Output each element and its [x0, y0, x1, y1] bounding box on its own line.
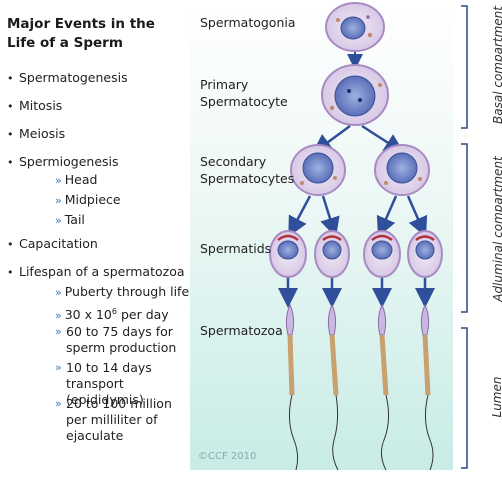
label-spermatocyte: Spermatocyte	[200, 94, 288, 109]
chevron-right-icon: »	[55, 286, 62, 299]
list-item: •Mitosis	[7, 98, 63, 113]
sub-item-label: per day	[120, 307, 169, 323]
sub-item-label: 20 to 100 million per milliliter of ejac…	[66, 396, 172, 443]
chevron-right-icon: »	[55, 397, 62, 410]
chevron-right-icon: »	[55, 214, 62, 227]
sub-list-item: »30 x 106 per day	[55, 304, 169, 324]
spermatozoon	[420, 303, 434, 470]
sub-list-item: » 10 to 14 days transport (epididymis)	[55, 360, 190, 408]
label-primary: Primary	[200, 77, 249, 92]
sub-list-item: »Head	[55, 172, 97, 189]
spermatid-cell	[407, 230, 443, 278]
secondary-spermatocyte-cell	[374, 144, 430, 196]
spermatid-cell	[363, 230, 401, 278]
sub-list-item: »Midpiece	[55, 192, 121, 209]
list-item-label: Mitosis	[19, 98, 63, 113]
sub-list-item: »Puberty through life	[55, 284, 189, 301]
chevron-right-icon: »	[55, 325, 62, 338]
list-item: •Lifespan of a spermatozoa	[7, 264, 185, 279]
spermatozoon	[285, 303, 299, 470]
chevron-right-icon: »	[55, 309, 62, 323]
list-item-label: Lifespan of a spermatozoa	[19, 264, 185, 279]
chevron-right-icon: »	[55, 194, 62, 207]
sub-item-label: Puberty through life	[64, 284, 190, 299]
events-panel: Major Events in the Life of a Sperm •Spe…	[0, 0, 190, 483]
list-item-label: Meiosis	[19, 126, 66, 141]
list-item-label: Capacitation	[19, 236, 98, 251]
spermatogonia-cell	[325, 2, 385, 52]
chevron-right-icon: »	[55, 174, 62, 187]
spermatid-cell	[314, 230, 350, 278]
sub-list-item: » 60 to 75 days for sperm production	[55, 324, 190, 356]
spermatozoon	[327, 303, 339, 470]
list-item-label: Spermiogenesis	[19, 154, 119, 169]
primary-spermatocyte-cell	[321, 64, 389, 126]
copyright: ©CCF 2010	[198, 451, 257, 462]
superscript: 6	[111, 307, 117, 316]
chevron-right-icon: »	[55, 361, 62, 374]
spermatogenesis-diagram	[269, 2, 443, 470]
secondary-spermatocyte-cell	[290, 144, 346, 196]
list-item-label: Spermatogenesis	[19, 70, 128, 85]
sub-item-label: 10 to 14 days transport (epididymis)	[66, 360, 152, 407]
sub-item-label: 60 to 75 days for sperm production	[66, 324, 177, 355]
spermatid-cell	[269, 230, 307, 278]
label-secondary: Secondary	[200, 154, 267, 169]
sub-list-item: » 20 to 100 million per milliliter of eja…	[55, 396, 190, 444]
label-spermatids: Spermatids	[200, 241, 272, 256]
label-spermatocytes: Spermatocytes	[200, 171, 295, 186]
spermatozoon	[377, 303, 390, 470]
sub-list-item: »Tail	[55, 212, 85, 229]
list-item: •Spermiogenesis	[7, 154, 119, 169]
lumen-label: Lumen	[490, 376, 502, 418]
sub-item-label: Midpiece	[64, 192, 121, 207]
list-item: •Spermatogenesis	[7, 70, 128, 85]
adluminal-compartment-label: Adluminal compartment	[491, 156, 502, 302]
sub-item-label: Tail	[64, 212, 85, 227]
label-spermatogonia: Spermatogonia	[200, 15, 296, 30]
label-spermatozoa: Spermatozoa	[200, 323, 283, 338]
sub-item-label: 30 x 10	[64, 307, 112, 323]
list-item: •Capacitation	[7, 236, 98, 251]
bracket-lines	[461, 5, 468, 469]
basal-compartment-label: Basal compartment	[491, 6, 502, 124]
list-item: •Meiosis	[7, 126, 66, 141]
sub-item-label: Head	[64, 172, 98, 187]
page-title: Major Events in the Life of a Sperm	[7, 16, 155, 51]
